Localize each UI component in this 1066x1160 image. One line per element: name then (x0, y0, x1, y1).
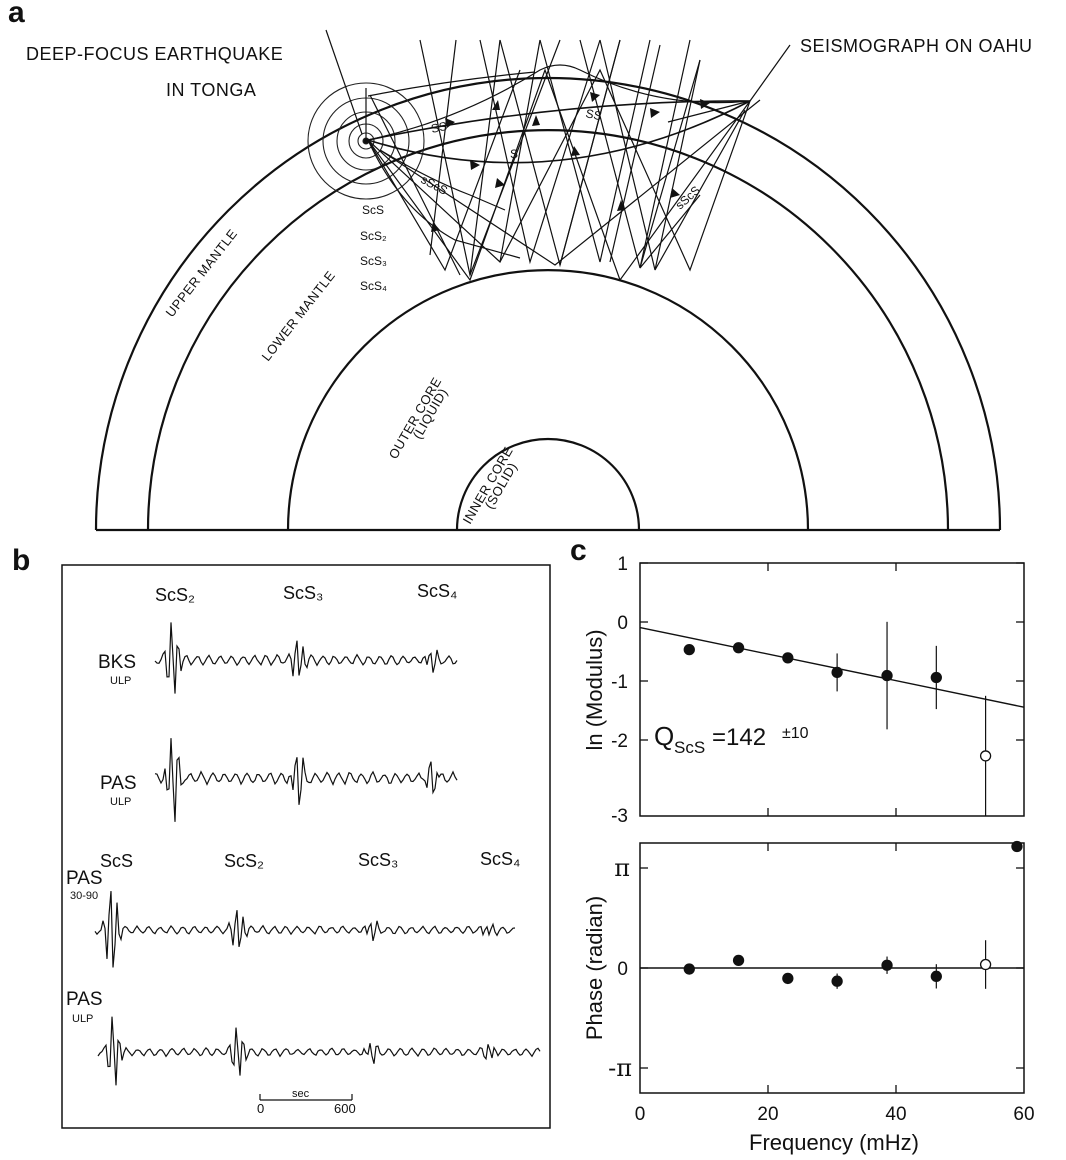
surface-arc (94, 76, 1002, 531)
phase-bottom-scs2: ScS₂ (224, 851, 264, 871)
x-axis-label: Frequency (mHz) (749, 1130, 919, 1155)
ray-label-ss-right: SS (584, 106, 603, 123)
trace-4-station: PAS (66, 989, 103, 1010)
phase-bottom-scs3: ScS₃ (358, 850, 398, 870)
top-y-axis-label: ln (Modulus) (582, 629, 607, 750)
panel-c-label: c (570, 534, 587, 567)
phase-data-marks (640, 840, 1024, 989)
modulus-plot-frame (639, 562, 1025, 817)
modulus-data-marks (639, 621, 1025, 816)
scale-start: 0 (257, 1101, 264, 1116)
panel-b-label: b (12, 544, 30, 577)
trace-2-station: PAS (100, 773, 137, 794)
data-point (979, 750, 992, 762)
trace-3-filter: 30-90 (70, 890, 98, 902)
phase-top-scs3: ScS₃ (283, 583, 323, 603)
xtick-0: 0 (635, 1104, 646, 1125)
trace-3-station: PAS (66, 868, 103, 889)
waveform-trace-1 (154, 622, 458, 694)
phase-list-scs2: ScS₂ (360, 229, 387, 243)
panel-a-label: a (8, 0, 25, 29)
fit-line (639, 626, 1025, 708)
trace-1-filter: ULP (110, 675, 131, 687)
ray-label-ss-left: SS (430, 119, 449, 136)
ray-paths (325, 29, 791, 282)
phase-top-scs4: ScS₄ (417, 581, 457, 601)
top-ytick-neg1: -1 (611, 672, 628, 693)
xtick-60: 60 (1013, 1104, 1034, 1125)
layer-lower-mantle: LOWER MANTLE (259, 268, 339, 364)
data-point (732, 954, 745, 967)
data-point (979, 958, 992, 971)
inner-core-boundary-arc (455, 437, 641, 531)
phase-list-scs: ScS (362, 203, 384, 217)
bottom-y-axis-label: Phase (radian) (582, 896, 607, 1040)
time-scale-bar: 0 sec 600 (257, 1088, 356, 1116)
trace-2-filter: ULP (110, 796, 131, 808)
data-point (831, 666, 843, 679)
bottom-ytick-neg-pi: -π (608, 1054, 632, 1082)
ray-label-s: S (510, 147, 518, 161)
seismogram-frame (61, 564, 551, 1129)
waveform-trace-2 (154, 738, 458, 822)
phase-bottom-scs: ScS (100, 851, 133, 871)
xtick-20: 20 (757, 1104, 778, 1125)
receiver-label: SEISMOGRAPH ON OAHU (800, 36, 1033, 56)
source-label-line2: IN TONGA (166, 80, 256, 100)
q-value: =142 (712, 724, 766, 751)
panel-a: a (8, 0, 1033, 532)
data-point (831, 975, 843, 987)
ray-arrowheads (431, 92, 710, 232)
panel-c: c 1 0 -1 -2 -3 π 0 -π 0 20 (570, 534, 1035, 1155)
q-symbol: Q (654, 721, 674, 751)
waveform-trace-3 (94, 891, 516, 968)
data-point (683, 963, 695, 975)
bottom-ytick-0: 0 (617, 959, 628, 980)
q-subscript: ScS (674, 738, 705, 757)
ray-label-sscs-left: sScS (419, 172, 450, 198)
data-point (683, 644, 695, 656)
q-annotation: Q ScS =142 ±10 (654, 721, 809, 757)
top-ytick-0: 0 (617, 613, 628, 634)
data-point (732, 642, 745, 654)
waveform-trace-4 (97, 1016, 541, 1086)
earth-cross-section (94, 76, 1002, 532)
source-label-line1: DEEP-FOCUS EARTHQUAKE (26, 44, 283, 64)
data-point (782, 972, 794, 985)
q-error: ±10 (782, 725, 809, 742)
trace-1-station: BKS (98, 652, 136, 673)
top-ytick-neg2: -2 (611, 731, 628, 752)
phase-top-scs2: ScS₂ (155, 585, 195, 605)
data-point (782, 652, 794, 664)
upper-mantle-boundary-arc (146, 128, 950, 531)
phase-list-scs4: ScS₄ (360, 279, 387, 293)
data-point (1011, 840, 1023, 853)
waveform-traces (94, 622, 541, 1086)
panel-b: b ScS₂ ScS₃ ScS₄ ScS ScS₂ ScS₃ ScS₄ BKS … (12, 544, 551, 1129)
core-mantle-boundary-arc (286, 268, 810, 531)
data-point (881, 669, 893, 682)
xtick-40: 40 (885, 1104, 906, 1125)
bottom-ytick-pi: π (614, 854, 630, 882)
top-ytick-neg3: -3 (611, 806, 628, 827)
data-point (881, 959, 893, 971)
data-point (930, 671, 942, 684)
scale-unit: sec (292, 1088, 310, 1100)
top-ytick-1: 1 (617, 554, 628, 575)
axis-ticks (640, 562, 1024, 1093)
data-point (930, 970, 942, 982)
scale-end: 600 (334, 1101, 356, 1116)
phase-list-scs3: ScS₃ (360, 254, 387, 268)
phase-bottom-scs4: ScS₄ (480, 849, 520, 869)
trace-4-filter: ULP (72, 1013, 93, 1025)
